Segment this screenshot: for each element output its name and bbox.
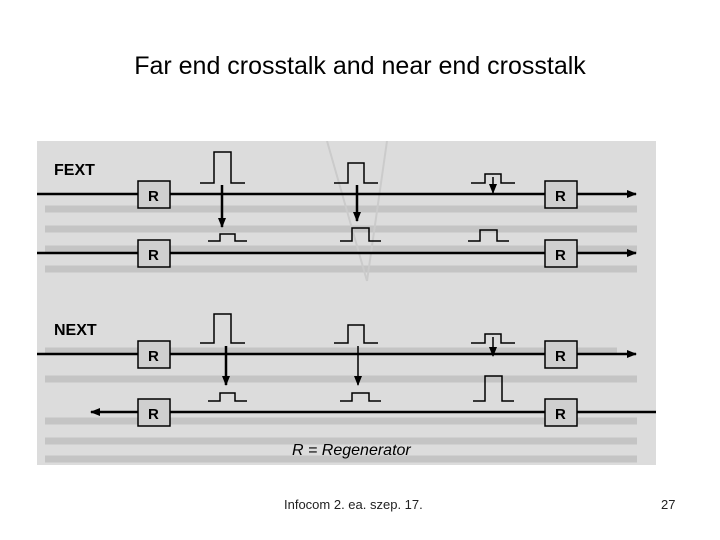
pulse-medium xyxy=(468,229,509,242)
pulse-small xyxy=(340,392,381,402)
next-label: NEXT xyxy=(54,322,97,339)
regenerator-symbol: R xyxy=(555,188,566,205)
regenerator-box: R xyxy=(544,239,578,268)
pulse-small xyxy=(208,233,247,242)
regenerator-symbol: R xyxy=(555,247,566,264)
pulse-large xyxy=(473,375,514,402)
footer-text: Infocom 2. ea. szep. 17. xyxy=(284,497,423,512)
pulse-medium xyxy=(340,227,381,242)
regenerator-box: R xyxy=(137,340,171,369)
pulse-medium xyxy=(334,162,378,184)
slide-title: Far end crosstalk and near end crosstalk xyxy=(134,52,586,80)
background-diagonal xyxy=(326,141,388,282)
regenerator-symbol: R xyxy=(555,406,566,423)
regenerator-box: R xyxy=(137,239,171,268)
regenerator-box: R xyxy=(544,340,578,369)
pulse-small xyxy=(471,333,515,344)
regenerator-symbol: R xyxy=(148,188,159,205)
pulse-small xyxy=(208,392,247,402)
regenerator-box: R xyxy=(544,180,578,209)
pulse-large xyxy=(200,151,245,184)
pulses xyxy=(200,151,515,402)
pulse-large xyxy=(200,313,245,344)
fext-label: FEXT xyxy=(54,162,95,179)
regenerator-legend: R = Regenerator xyxy=(292,442,411,459)
regenerator-symbol: R xyxy=(555,348,566,365)
crosstalk-diagram-svg: FEXT NEXT R R R xyxy=(37,141,656,463)
regenerator-symbol: R xyxy=(148,247,159,264)
pulse-small xyxy=(471,173,515,184)
page-number: 27 xyxy=(661,497,676,512)
regenerators: R R R R R R R xyxy=(137,180,578,427)
pulse-medium xyxy=(334,324,378,344)
regenerator-symbol: R xyxy=(148,406,159,423)
regenerator-box: R xyxy=(137,180,171,209)
regenerator-symbol: R xyxy=(148,348,159,365)
regenerator-box: R xyxy=(544,398,578,427)
coupling-arrows xyxy=(218,177,497,386)
regenerator-box: R xyxy=(137,398,171,427)
crosstalk-diagram: FEXT NEXT R R R xyxy=(37,141,656,465)
